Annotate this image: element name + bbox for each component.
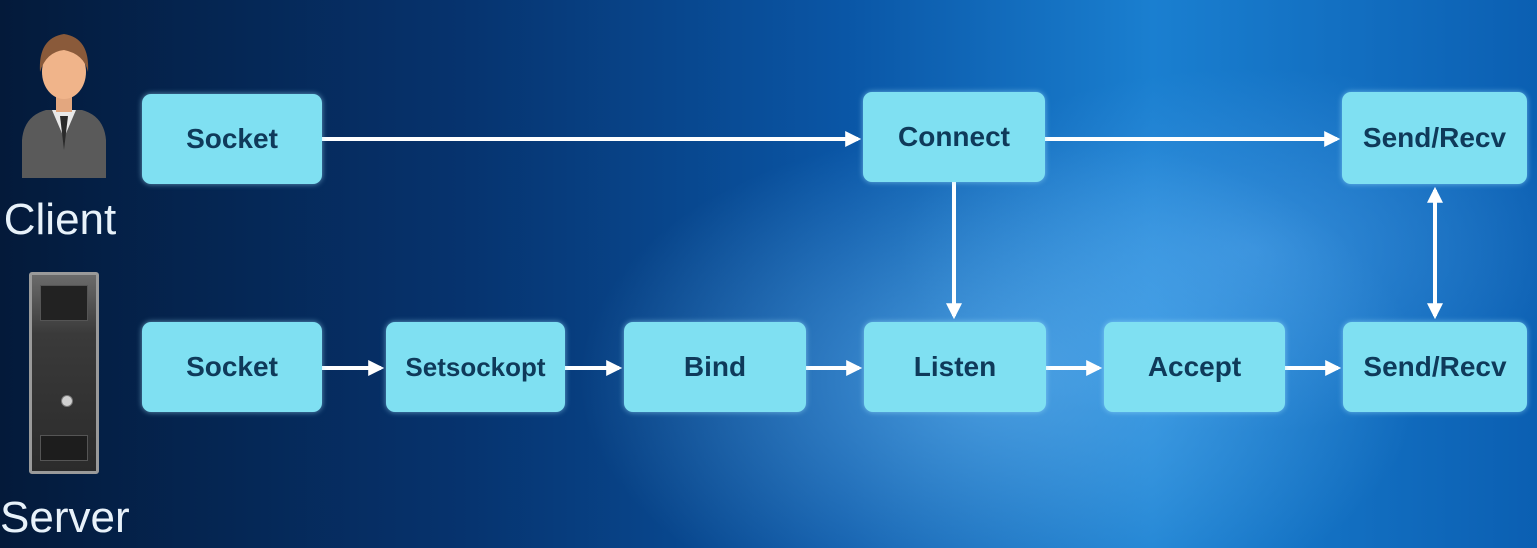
- client-label: Client: [3, 195, 117, 244]
- client-sendrecv-node: Send/Recv: [1342, 92, 1527, 184]
- client-socket-node: Socket: [142, 94, 322, 184]
- server-label: Server: [0, 493, 130, 542]
- server-bind-node: Bind: [624, 322, 806, 412]
- server-accept-node: Accept: [1104, 322, 1285, 412]
- server-tower-icon: [29, 272, 99, 474]
- server-setsockopt-node: Setsockopt: [386, 322, 565, 412]
- server-socket-node: Socket: [142, 322, 322, 412]
- client-person-icon: [22, 34, 106, 178]
- client-connect-node: Connect: [863, 92, 1045, 182]
- server-listen-node: Listen: [864, 322, 1046, 412]
- server-sendrecv-node: Send/Recv: [1343, 322, 1527, 412]
